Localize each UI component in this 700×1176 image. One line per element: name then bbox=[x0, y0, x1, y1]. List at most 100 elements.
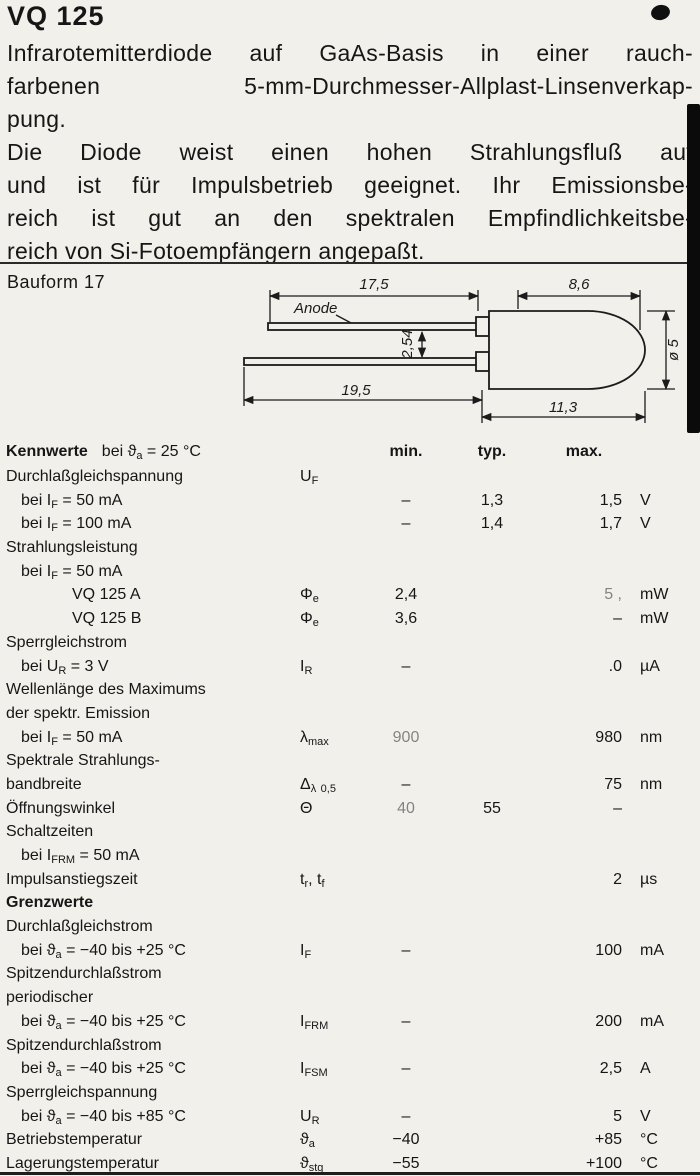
col-min: min. bbox=[389, 443, 423, 460]
row-unit: nm bbox=[640, 775, 663, 793]
row-min: – bbox=[401, 1012, 411, 1030]
intro-line: pung. bbox=[7, 106, 67, 132]
table-row: der spektr. Emission bbox=[6, 702, 698, 726]
row-unit: µs bbox=[640, 870, 658, 888]
table-row: bei IF = 50 mA bbox=[6, 560, 698, 584]
table-heading: Kennwerte bei ϑa = 25 °C bbox=[6, 439, 296, 465]
row-min: – bbox=[401, 941, 411, 959]
bauform-label: Bauform 17 bbox=[7, 272, 106, 292]
dim-bottom-lead-length: 19,5 bbox=[341, 382, 371, 399]
row-max: 5 bbox=[613, 1107, 622, 1125]
row-unit: V bbox=[640, 491, 651, 509]
heading-condition: bei ϑa = 25 °C bbox=[101, 443, 201, 462]
row-min: 900 bbox=[392, 728, 420, 746]
kennwerte-label: Kennwerte bbox=[6, 443, 88, 460]
table-row: Strahlungsleistung bbox=[6, 536, 698, 560]
row-label: bei ϑa = −40 bis +25 °C bbox=[21, 1060, 186, 1080]
led-dome-body bbox=[488, 310, 646, 390]
intro-line: reich von Si-Fotoempfängern angepaßt. bbox=[7, 238, 425, 264]
row-max: .0 bbox=[608, 657, 622, 675]
table-row: Grenzwerte bbox=[6, 891, 698, 915]
dim-lead-pitch: 2,54 bbox=[399, 329, 416, 359]
row-label: VQ 125 A bbox=[72, 586, 141, 604]
row-max: 75 bbox=[604, 775, 622, 793]
row-symbol: IF bbox=[300, 941, 312, 961]
row-label: Sperrgleichstrom bbox=[6, 633, 127, 651]
row-label: Durchlaßgleichstrom bbox=[6, 918, 153, 936]
row-label: Spitzendurchlaßstrom bbox=[6, 965, 162, 983]
table-row: periodischer bbox=[6, 986, 698, 1010]
row-min: −55 bbox=[392, 1154, 420, 1172]
row-min: 40 bbox=[397, 799, 415, 817]
table-row: Spitzendurchlaßstrom bbox=[6, 962, 698, 986]
row-label: bei IF = 50 mA bbox=[21, 728, 123, 748]
row-min: 3,6 bbox=[394, 610, 418, 628]
row-symbol: Φe bbox=[300, 586, 319, 606]
row-label: der spektr. Emission bbox=[6, 704, 151, 722]
row-min: – bbox=[401, 491, 411, 509]
row-unit: mW bbox=[640, 586, 669, 604]
row-min: – bbox=[401, 775, 411, 793]
row-label: Strahlungsleistung bbox=[6, 539, 138, 557]
row-max: 100 bbox=[595, 941, 622, 959]
row-label: bei ϑa = −40 bis +25 °C bbox=[21, 1012, 186, 1032]
bottom-rule bbox=[0, 1172, 700, 1175]
row-max: – bbox=[613, 610, 622, 628]
row-min: – bbox=[401, 1107, 411, 1125]
row-label: Spektrale Strahlungs- bbox=[6, 752, 160, 770]
table-row: Sperrgleichspannung bbox=[6, 1081, 698, 1105]
row-max: 5 , bbox=[604, 586, 622, 604]
row-label: bei IF = 50 mA bbox=[21, 491, 123, 511]
row-label: bei ϑa = −40 bis +25 °C bbox=[21, 941, 186, 961]
row-max: +85 bbox=[594, 1131, 622, 1149]
row-label: bei IF = 50 mA bbox=[21, 562, 123, 582]
row-label: Sperrgleichspannung bbox=[6, 1083, 158, 1101]
table-row: Spitzendurchlaßstrom bbox=[6, 1034, 698, 1058]
row-unit: °C bbox=[640, 1131, 658, 1149]
row-label: bei UR = 3 V bbox=[21, 657, 109, 677]
dimension-lines bbox=[242, 290, 675, 423]
row-unit: µA bbox=[640, 657, 660, 675]
anode-lead bbox=[267, 322, 485, 331]
row-label: Wellenlänge des Maximums bbox=[6, 681, 206, 699]
row-unit: A bbox=[640, 1060, 651, 1078]
row-label: bandbreite bbox=[6, 775, 82, 793]
scan-dot-artifact bbox=[649, 3, 672, 22]
row-label: bei IF = 100 mA bbox=[21, 515, 132, 535]
row-symbol: Δλ 0,5 bbox=[300, 775, 336, 795]
row-symbol: IFRM bbox=[300, 1012, 329, 1032]
row-symbol: IFSM bbox=[300, 1060, 328, 1080]
row-symbol: UR bbox=[300, 1107, 320, 1127]
row-label: Lagerungstemperatur bbox=[6, 1154, 159, 1172]
row-max: 1,5 bbox=[599, 491, 622, 509]
col-typ: typ. bbox=[477, 443, 507, 460]
row-label: bei ϑa = −40 bis +85 °C bbox=[21, 1107, 186, 1127]
row-max: – bbox=[613, 799, 622, 817]
row-label: Öffnungswinkel bbox=[6, 799, 116, 817]
anode-label: Anode bbox=[293, 300, 337, 317]
row-min: – bbox=[401, 1060, 411, 1078]
row-label: Betriebstemperatur bbox=[6, 1131, 143, 1149]
row-min: – bbox=[401, 515, 411, 533]
table-row: Wellenlänge des Maximums bbox=[6, 678, 698, 702]
intro-line: Die Diode weist einen hohen Strahlungsfl… bbox=[7, 139, 693, 165]
row-unit: V bbox=[640, 1107, 651, 1125]
intro-line: und ist für Impulsbetrieb geeignet. Ihr … bbox=[7, 172, 693, 198]
intro-line: reich ist gut an den spektralen Empfindl… bbox=[7, 205, 693, 231]
dim-package-length: 11,3 bbox=[549, 399, 578, 416]
dim-diameter: ø 5 bbox=[665, 339, 682, 361]
row-label: Grenzwerte bbox=[6, 894, 94, 912]
table-row: Spektrale Strahlungs- bbox=[6, 749, 698, 773]
table-row: Durchlaßgleichstrom bbox=[6, 915, 698, 939]
row-symbol: tr, tf bbox=[300, 870, 325, 890]
table-row: bei IFRM = 50 mA bbox=[6, 844, 698, 868]
row-symbol: UF bbox=[300, 468, 319, 487]
